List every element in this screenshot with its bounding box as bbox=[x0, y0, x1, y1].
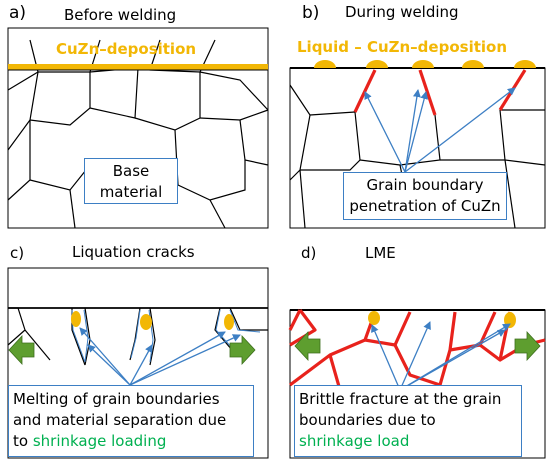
shrinkage-arrow-right-d bbox=[514, 330, 541, 362]
callout-b-line2: penetration of CuZn bbox=[349, 197, 501, 215]
callout-d-line1: Brittle fracture at the grain bbox=[299, 390, 502, 408]
liquation-callout: Melting of grain boundaries and material… bbox=[8, 385, 254, 457]
callout-d-line2: boundaries due to bbox=[299, 411, 436, 429]
panel-d-grains bbox=[288, 309, 546, 459]
panel-c-title: Liquation cracks bbox=[72, 243, 195, 261]
shrinkage-loading-text: shrinkage loading bbox=[32, 432, 167, 450]
shrinkage-arrow-left-d bbox=[294, 330, 321, 362]
callout-c-line3: to shrinkage loading bbox=[13, 431, 253, 452]
callout-a-line1: Base bbox=[112, 162, 150, 180]
cuzn-deposition-label: CuZn–deposition bbox=[56, 40, 197, 58]
base-material-callout: Base material bbox=[84, 158, 178, 204]
panel-b-title: During welding bbox=[345, 3, 459, 21]
panel-a-title: Before welding bbox=[64, 6, 177, 24]
lme-callout: Brittle fracture at the grain boundaries… bbox=[294, 385, 522, 457]
shrinkage-load-text: shrinkage load bbox=[299, 432, 410, 450]
panel-b-grains bbox=[289, 60, 546, 229]
callout-b-line1: Grain boundary bbox=[366, 176, 484, 194]
callout-c-prefix: to bbox=[13, 432, 33, 450]
panel-a-grains bbox=[7, 27, 269, 229]
shrinkage-arrow-left bbox=[8, 334, 35, 366]
panel-d-letter: d) bbox=[301, 244, 317, 262]
panel-d-title: LME bbox=[365, 244, 396, 262]
cuzn-droplets-d bbox=[368, 311, 516, 328]
callout-c-line1: Melting of grain boundaries bbox=[13, 390, 220, 408]
callout-a-line2: material bbox=[99, 183, 163, 201]
panel-c-letter: c) bbox=[10, 244, 25, 262]
liquid-droplets bbox=[314, 60, 536, 68]
grain-boundary-callout: Grain boundary penetration of CuZn bbox=[343, 172, 507, 220]
panel-c-grains bbox=[7, 267, 269, 459]
liquid-deposition-label: Liquid – CuZn–deposition bbox=[297, 38, 507, 56]
panel-a-letter: a) bbox=[9, 3, 27, 23]
callout-c-line2: and material separation due bbox=[13, 411, 227, 429]
shrinkage-arrow-right bbox=[229, 334, 256, 366]
panel-b-letter: b) bbox=[302, 3, 320, 23]
cuzn-droplets-c bbox=[71, 311, 234, 330]
